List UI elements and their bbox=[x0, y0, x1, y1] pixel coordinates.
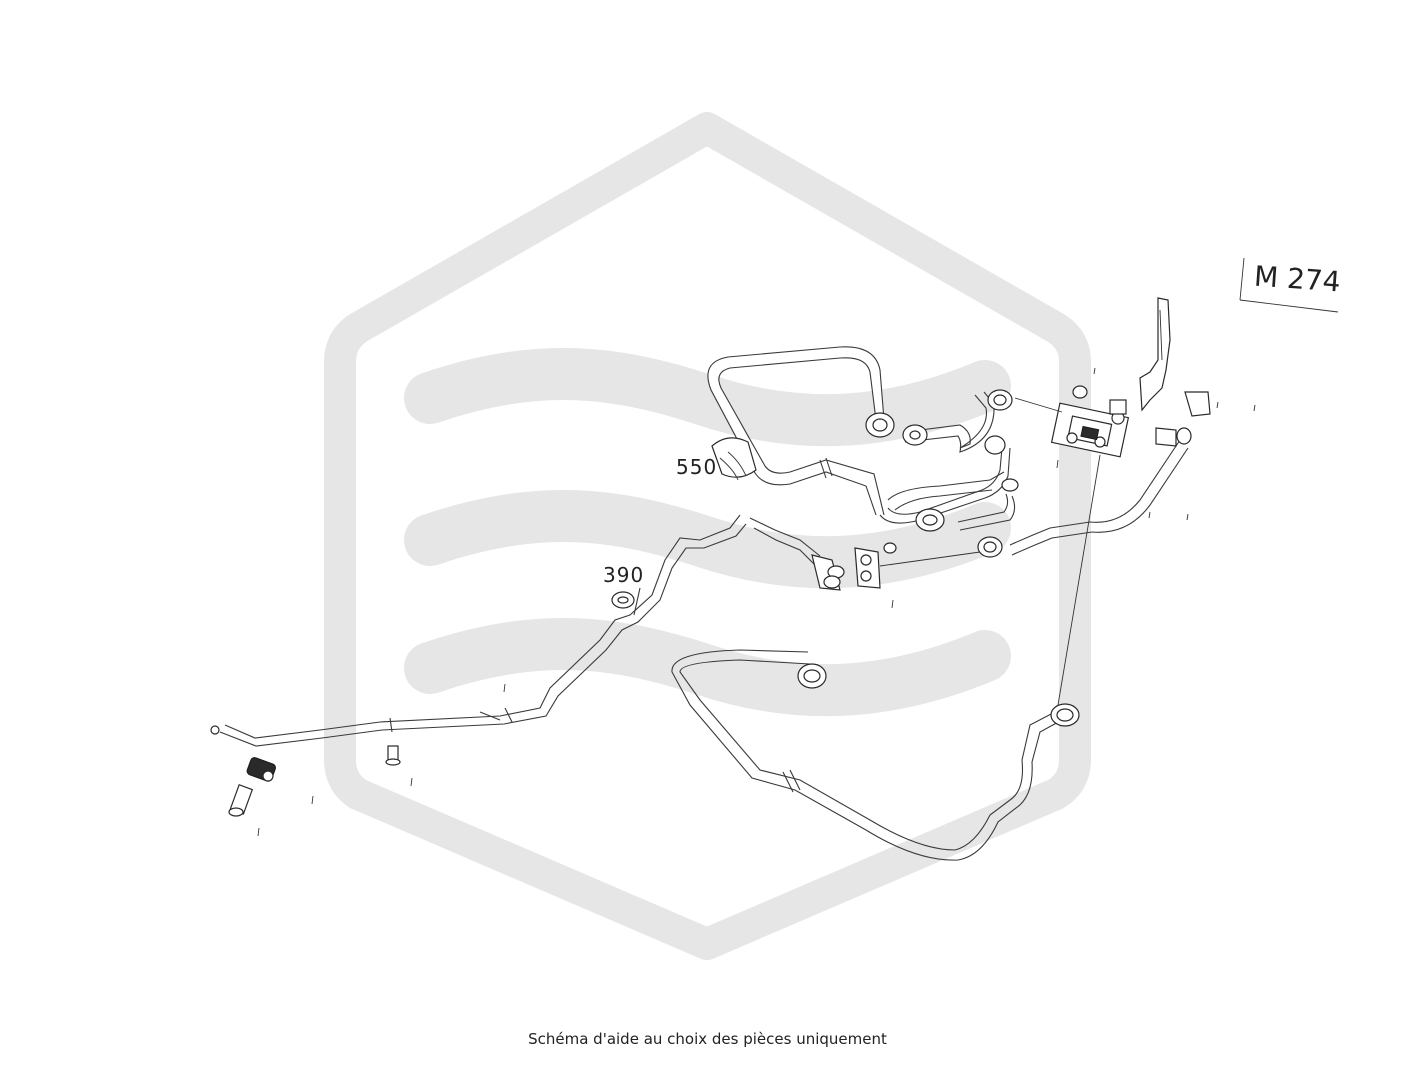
upper-hose-assembly bbox=[707, 346, 885, 517]
connector-center bbox=[811, 536, 1003, 591]
part-390 bbox=[611, 591, 635, 609]
left-bottom-parts bbox=[210, 725, 401, 817]
watermark-wave-3 bbox=[404, 618, 1011, 717]
callout-550: 550 bbox=[676, 455, 717, 479]
model-label-group: M 274 bbox=[1239, 257, 1342, 313]
model-label-frame-bottom bbox=[1239, 299, 1339, 313]
center-hose-assembly bbox=[879, 391, 1016, 531]
fittings-right bbox=[1072, 385, 1211, 447]
auxiliary-valve bbox=[1014, 397, 1130, 458]
left-pipe-assembly bbox=[219, 514, 821, 747]
model-label: M 274 bbox=[1253, 260, 1342, 299]
part-550 bbox=[711, 437, 757, 481]
connector-550-area bbox=[865, 389, 1019, 532]
watermark-wave-2 bbox=[404, 490, 1011, 589]
watermark-wave-1 bbox=[404, 348, 1011, 447]
disclaimer-caption: Schéma d'aide au choix des pièces unique… bbox=[528, 1030, 887, 1048]
right-hose-assembly bbox=[879, 439, 1189, 567]
bracket bbox=[1139, 297, 1171, 412]
watermark-hexagon bbox=[324, 112, 1091, 960]
watermark-logo bbox=[324, 112, 1091, 960]
reference-ticks bbox=[257, 367, 1256, 837]
lower-hose-assembly bbox=[671, 649, 1063, 861]
callout-390: 390 bbox=[603, 563, 644, 587]
model-label-frame-left bbox=[1239, 257, 1245, 301]
connectors bbox=[210, 297, 1256, 837]
connector-lower bbox=[797, 454, 1101, 727]
